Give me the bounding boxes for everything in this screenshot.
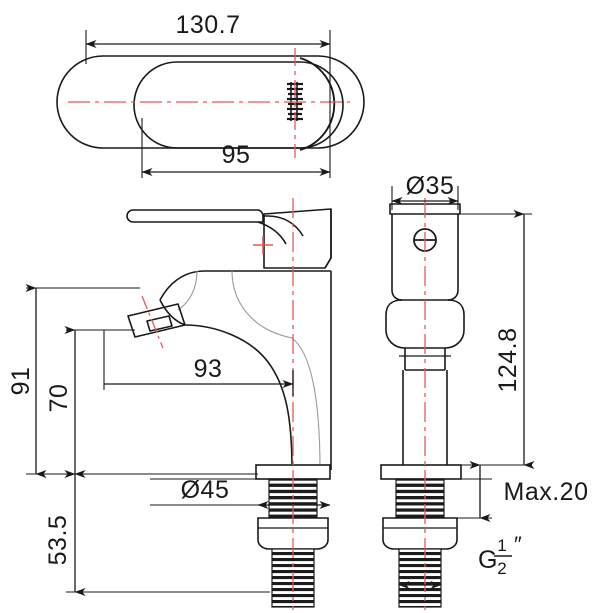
dimension-70: 70 (45, 326, 135, 478)
dimension-max-20: Max.20 (457, 461, 589, 522)
aerator-centerline (141, 295, 164, 349)
side-view-base-and-shank (380, 464, 462, 608)
dimension-124-8: 124.8 (458, 210, 535, 469)
thread-callout-g-half: G 1 2 ″ (478, 532, 522, 578)
thread-callout-inch-mark: ″ (514, 532, 522, 557)
dimension-label-93: 93 (194, 355, 223, 383)
thread-upper-side (395, 478, 445, 519)
top-view-geometry (56, 55, 365, 151)
front-view-handle-body (263, 208, 332, 269)
dimension-d45: Ø45 (150, 476, 331, 509)
dimension-label-124-8: 124.8 (494, 327, 522, 392)
dimension-label-95: 95 (222, 141, 251, 169)
front-view-lever-handle (126, 209, 304, 245)
dimension-label-d45: Ø45 (181, 476, 230, 504)
thread-callout-prefix: G (478, 546, 498, 574)
handle-pivot-marker-icon (253, 236, 273, 254)
dimension-label-91: 91 (7, 367, 35, 396)
dimension-label-70: 70 (45, 384, 73, 413)
dimension-53-5: 53.5 (44, 470, 270, 596)
thread-callout-denominator: 2 (497, 559, 506, 578)
dimension-label-130-7: 130.7 (175, 11, 240, 39)
thread-callout-numerator: 1 (497, 536, 506, 555)
dimension-91: 91 (7, 284, 258, 478)
dimension-130-7: 130.7 (85, 11, 331, 64)
dimension-95: 95 (141, 56, 331, 178)
dimension-label-53-5: 53.5 (44, 515, 72, 566)
front-view-body (159, 270, 332, 471)
thread-lower-side (398, 548, 442, 608)
dimension-d35: Ø35 (391, 172, 459, 210)
dimension-label-max-20: Max.20 (504, 478, 589, 506)
dimension-label-d35: Ø35 (406, 172, 455, 200)
dimension-93: 93 (103, 330, 294, 396)
